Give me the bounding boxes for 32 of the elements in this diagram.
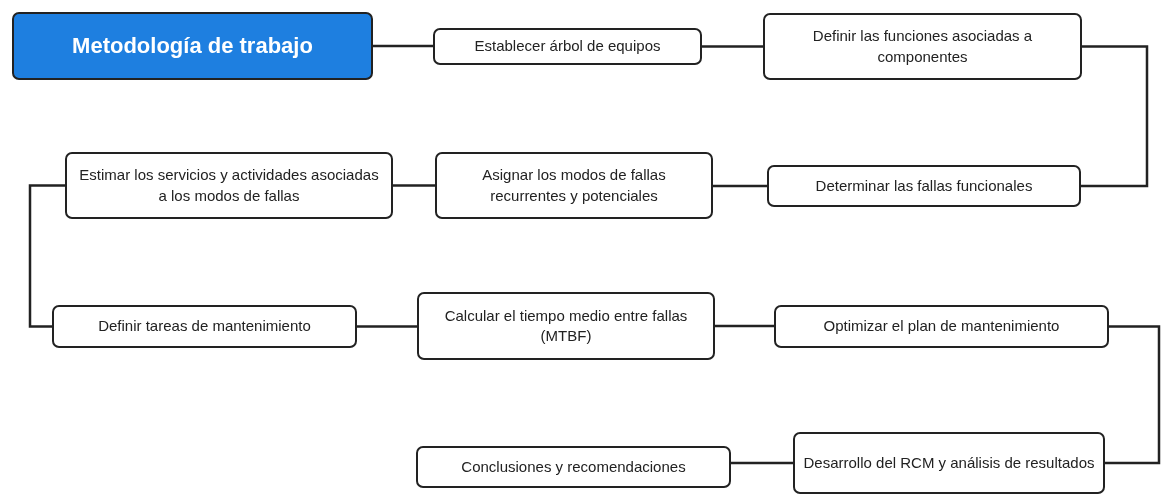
process-box	[774, 305, 1109, 348]
step-text: Estimar los servicios y actividades asociadas a los modos de fallas	[78, 165, 380, 206]
process-box	[416, 446, 731, 488]
process-box	[435, 152, 713, 219]
process-box	[52, 305, 357, 348]
process-box	[417, 292, 715, 360]
step-text: Definir tareas de mantenimiento	[98, 316, 311, 337]
step-text: Optimizar el plan de mantenimiento	[823, 316, 1060, 337]
step-text: Definir las funciones asociadas a componentes	[811, 26, 1034, 67]
step-text: Determinar las fallas funcionales	[815, 175, 1033, 196]
connector-line	[1105, 325, 1161, 465]
process-box	[793, 432, 1105, 494]
connector-line	[1081, 45, 1149, 188]
step-text: Conclusiones y recomendaciones	[461, 456, 686, 477]
process-box	[767, 165, 1081, 207]
connector-line	[713, 184, 767, 188]
step-text: Calcular el tiempo medio entre fallas (MTBF)	[443, 305, 689, 346]
connector-line	[373, 44, 433, 48]
step-text: Establecer árbol de equipos	[474, 36, 661, 57]
connector-line	[702, 45, 763, 48]
connector-line	[715, 324, 774, 328]
connector-line	[357, 325, 417, 328]
step-text: Metodología de trabajo	[72, 32, 313, 61]
step-text: Desarrollo del RCM y análisis de resultados	[803, 452, 1095, 473]
connector-line	[731, 461, 793, 465]
process-box	[65, 152, 393, 219]
process-box	[763, 13, 1082, 80]
title-box	[12, 12, 373, 80]
step-text: Asignar los modos de fallas recurrentes y potenciales	[481, 165, 667, 206]
process-box	[433, 28, 702, 65]
connector-line	[393, 184, 435, 187]
connector-line	[28, 184, 65, 328]
